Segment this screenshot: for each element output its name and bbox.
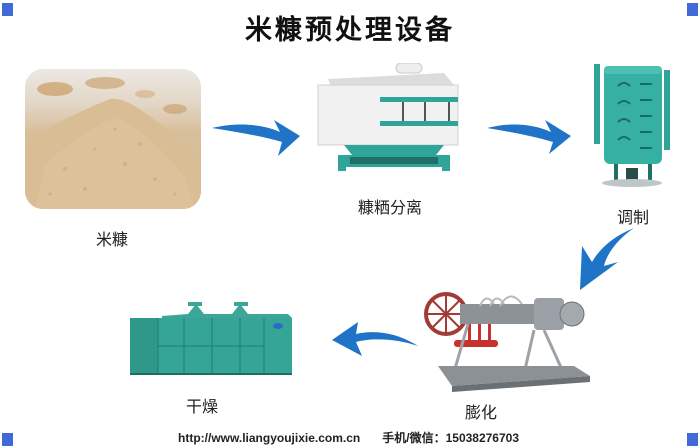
phone-number: 15038276703 (445, 431, 520, 445)
extruder-image (424, 292, 590, 392)
step-label-bran-separation: 糠粞分离 (358, 198, 423, 217)
step-label-extrusion: 膨化 (465, 403, 498, 422)
website-link[interactable]: http://www.liangyoujixie.com.cn (178, 431, 361, 445)
phone-label: 手机/微信： (382, 431, 446, 445)
corner-marker-bottom-right (687, 433, 698, 446)
corner-marker-top-right (687, 3, 698, 16)
conditioner-image (594, 64, 670, 187)
arrow-down-left-icon (580, 228, 634, 290)
rice-bran-image (25, 69, 201, 209)
corner-marker-top-left (2, 3, 13, 16)
step-label-drying: 干燥 (186, 397, 219, 416)
step-label-rice-bran: 米糠 (96, 230, 129, 249)
arrow-left-icon (332, 322, 418, 356)
bran-separator-image (317, 63, 459, 171)
step-label-conditioning: 调制 (617, 208, 650, 227)
corner-marker-bottom-left (2, 433, 13, 446)
footer-contact: http://www.liangyoujixie.com.cn 手机/微信：150… (178, 429, 519, 446)
dryer-image (130, 302, 292, 375)
arrow-right-icon (212, 120, 300, 156)
arrow-right-icon (487, 120, 571, 154)
diagram-title: 米糠预处理设备 (245, 15, 455, 46)
